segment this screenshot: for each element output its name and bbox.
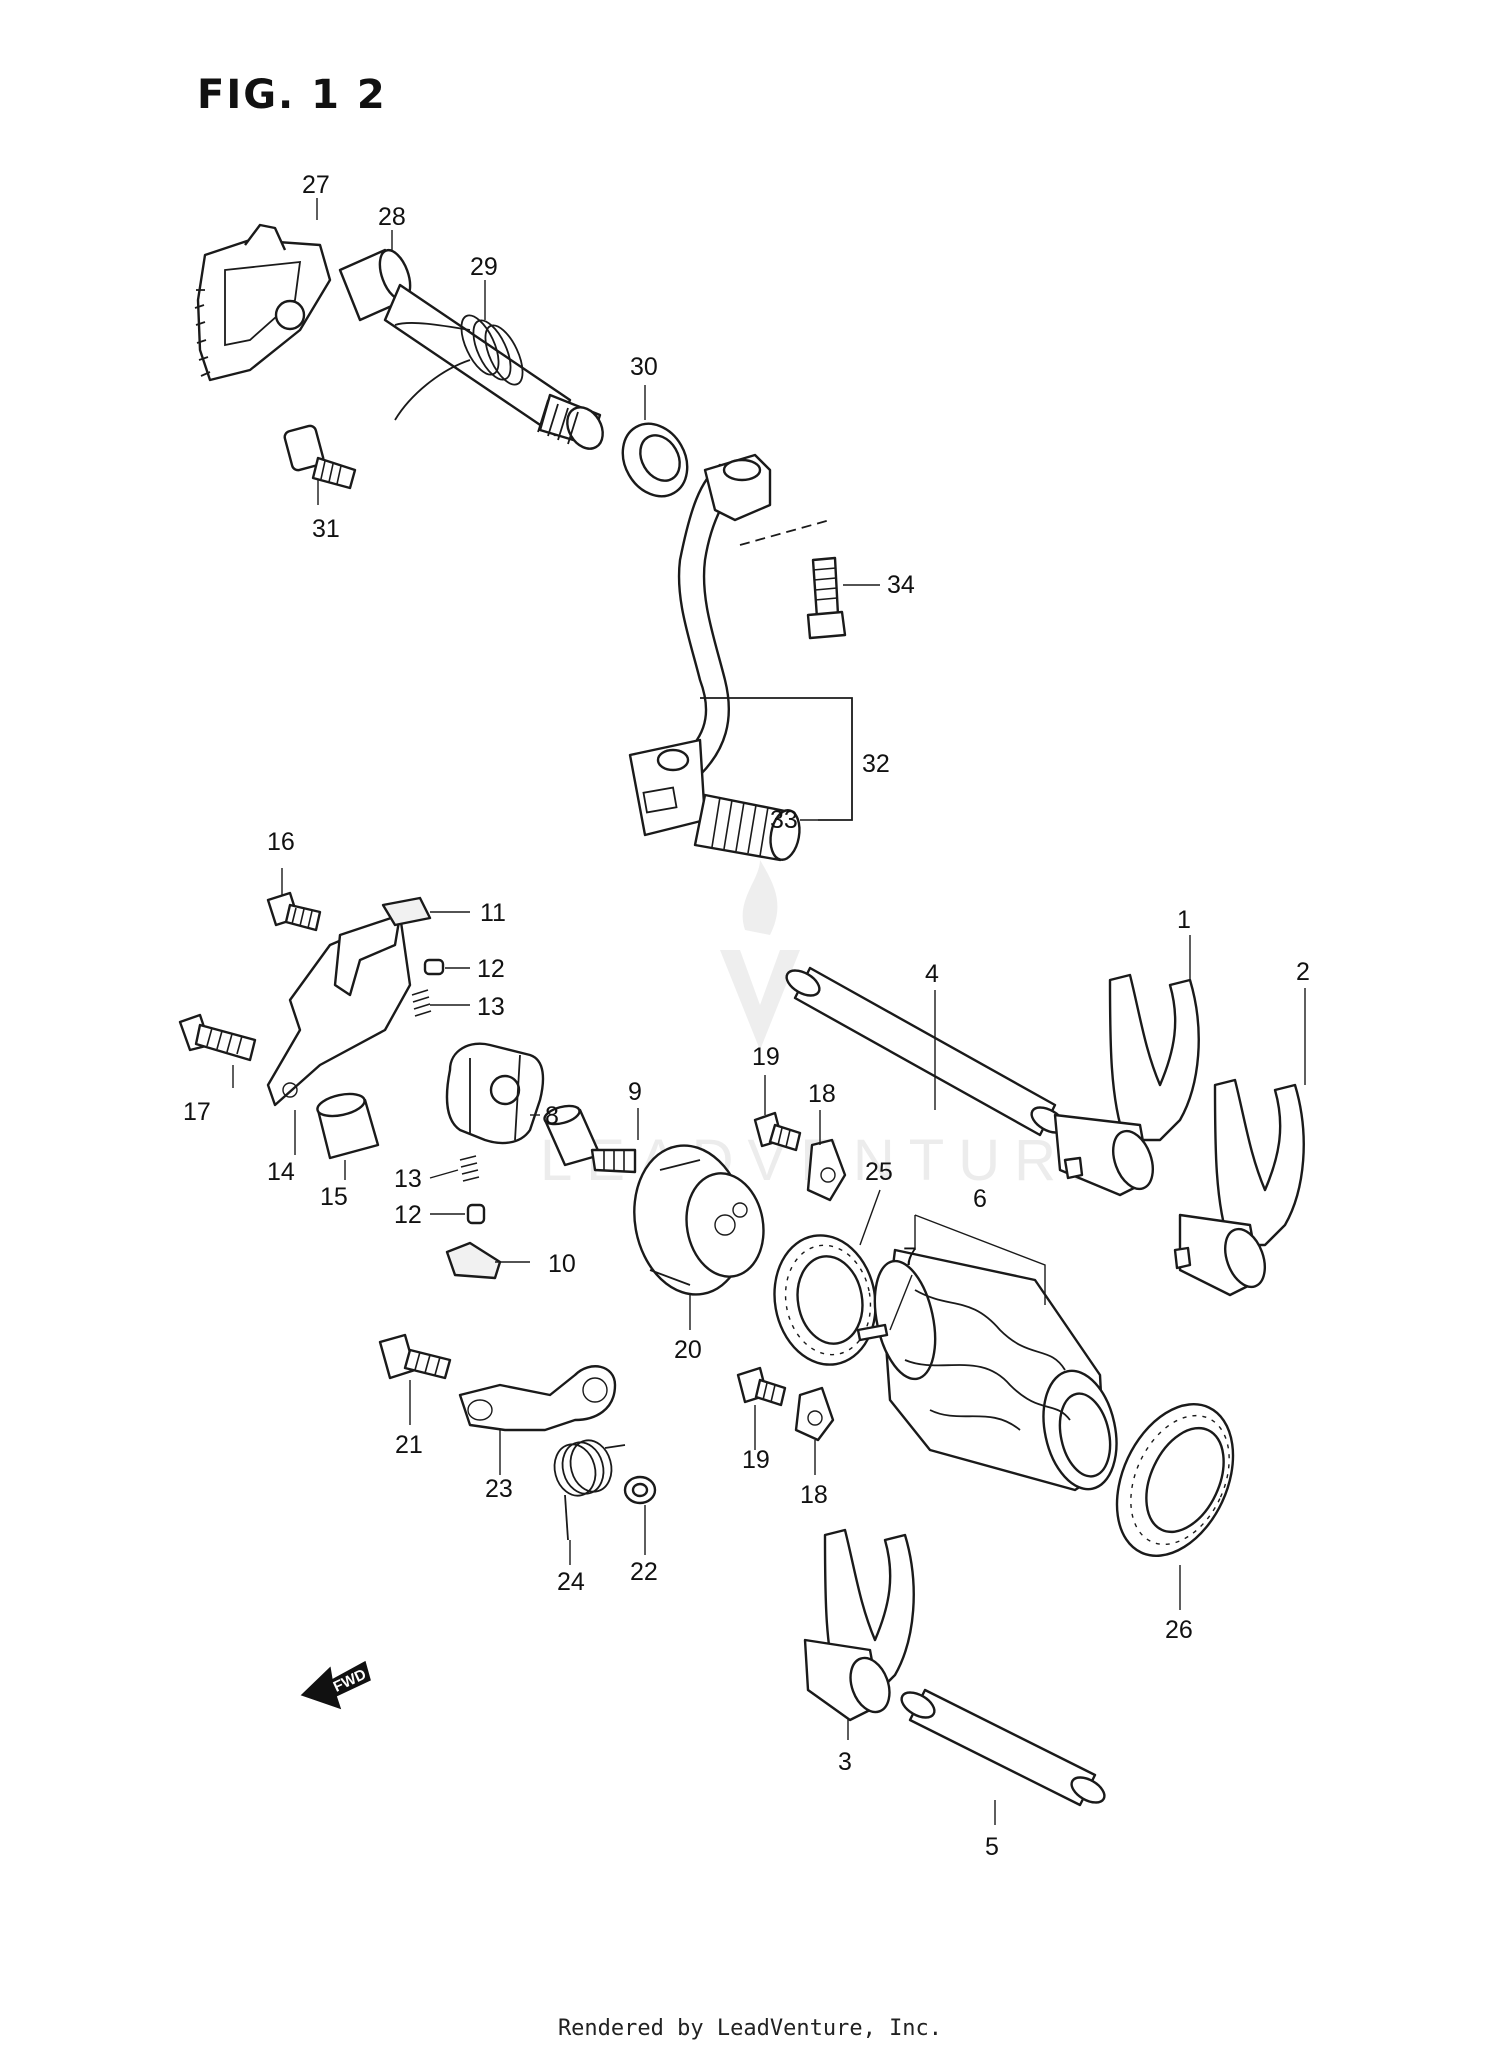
callout-29: 29 (470, 253, 498, 281)
pin-12-lower (466, 1203, 486, 1225)
return-spring-29 (394, 314, 524, 421)
callout-19b: 19 (742, 1446, 770, 1474)
pin-7 (856, 1323, 889, 1342)
figure-title: FIG. 1 2 (197, 72, 387, 118)
bolt-31 (283, 424, 357, 490)
screw-19-lower (736, 1366, 787, 1407)
callout-30: 30 (630, 353, 658, 381)
plate-18-upper (806, 1138, 847, 1202)
spring-24 (553, 1439, 626, 1541)
callout-19a: 19 (752, 1043, 780, 1071)
gear-shift-cam-6 (873, 1248, 1118, 1492)
gear-shift-lever-32 (628, 453, 772, 837)
spring-13-lower (459, 1155, 480, 1182)
callout-17: 17 (183, 1098, 211, 1126)
shift-cam-gear-20 (633, 1144, 765, 1296)
shaft-body (383, 283, 604, 450)
callout-18b: 18 (800, 1481, 828, 1509)
callout-13b: 13 (394, 1165, 422, 1193)
callout-14: 14 (267, 1158, 295, 1186)
callout-34: 34 (887, 571, 915, 599)
callout-24: 24 (557, 1568, 585, 1596)
callout-labels: 1 2 3 4 5 6 7 8 9 10 11 12 12 13 13 14 1… (183, 171, 1310, 1861)
stopper-arm-23 (458, 1365, 617, 1432)
callout-31: 31 (312, 515, 340, 543)
callout-12a: 12 (477, 955, 505, 983)
callout-20: 20 (674, 1336, 702, 1364)
bolt-17 (178, 1013, 257, 1062)
callout-3: 3 (838, 1748, 852, 1776)
callout-4: 4 (925, 960, 939, 988)
collar-15 (316, 1092, 380, 1160)
callout-15: 15 (320, 1183, 348, 1211)
callout-18a: 18 (808, 1080, 836, 1108)
callout-21: 21 (395, 1431, 423, 1459)
callout-23: 23 (485, 1475, 513, 1503)
cam-driven-gear-8 (445, 1042, 545, 1145)
callout-25: 25 (865, 1158, 893, 1186)
callout-1: 1 (1177, 906, 1191, 934)
fork-shaft-5 (900, 1688, 1106, 1807)
callout-16: 16 (267, 828, 295, 856)
callout-28: 28 (378, 203, 406, 231)
callout-8: 8 (545, 1102, 559, 1130)
shift-fork-1 (1053, 973, 1200, 1197)
bearing-25 (773, 1234, 877, 1366)
callout-2: 2 (1296, 958, 1310, 986)
callout-10: 10 (548, 1250, 576, 1278)
cam-stopper-11 (381, 896, 432, 927)
callout-26: 26 (1165, 1616, 1193, 1644)
callout-27: 27 (302, 171, 330, 199)
callout-22: 22 (630, 1558, 658, 1586)
footer-credit: Rendered by LeadVenture, Inc. (557, 2016, 943, 2041)
footrest-rubber-33 (693, 793, 801, 862)
callout-7: 7 (903, 1243, 917, 1271)
plate-18-lower (794, 1386, 835, 1442)
screw-19-upper (753, 1111, 802, 1152)
washer-22 (623, 1475, 657, 1505)
leader-lines (232, 198, 1306, 1825)
pin-12-upper (423, 958, 445, 976)
callout-9: 9 (628, 1078, 642, 1106)
callout-13a: 13 (477, 993, 505, 1021)
bolt-21 (378, 1333, 452, 1380)
spring-13-upper (411, 989, 432, 1017)
callout-33: 33 (770, 806, 798, 834)
shift-fork-3 (803, 1528, 915, 1722)
shift-fork-2 (1173, 1078, 1305, 1297)
fork-shaft-4 (785, 966, 1066, 1137)
lever-leader-lines (700, 519, 853, 821)
callout-12b: 12 (394, 1201, 422, 1229)
bolt-34 (806, 556, 847, 640)
callout-32: 32 (862, 750, 890, 778)
bearing-26 (1115, 1403, 1235, 1557)
fwd-direction-marker: FWD (300, 1660, 371, 1710)
gear-shift-shaft-27 (194, 223, 332, 382)
shaft-pin-9 (543, 1104, 637, 1174)
bolt-16 (266, 891, 322, 932)
callout-5: 5 (985, 1833, 999, 1861)
oil-seal-30 (621, 422, 689, 498)
callout-6: 6 (973, 1185, 987, 1213)
cam-stopper-10 (445, 1241, 502, 1280)
callout-11: 11 (480, 899, 506, 927)
stopper-plate-14 (266, 913, 412, 1107)
